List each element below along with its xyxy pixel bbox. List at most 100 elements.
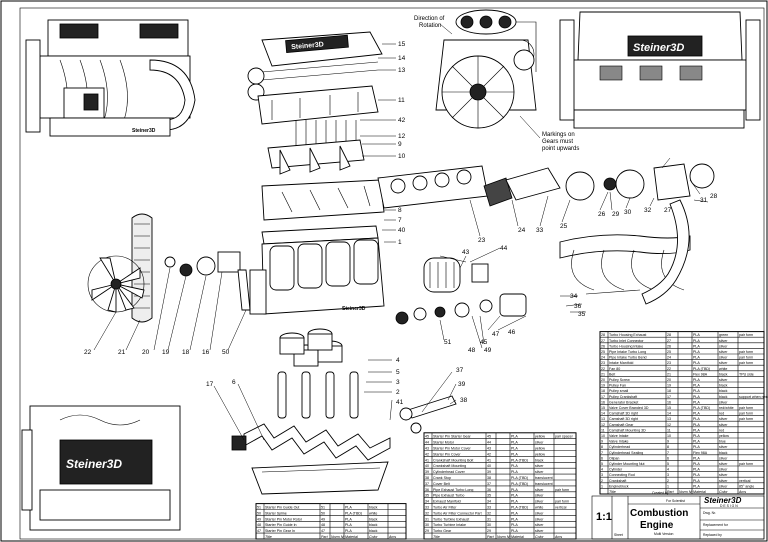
table-cell-material: PLA xyxy=(693,468,700,472)
callout-4: 4 xyxy=(396,357,400,364)
table-cell-title: Connecting Rod xyxy=(609,473,635,477)
valves-9-10 xyxy=(267,120,365,175)
table-cell-title: Starter Pin Motor Cover xyxy=(433,447,472,451)
callout-43: 43 xyxy=(462,249,470,256)
table-cell-pos: 32 xyxy=(425,511,429,515)
table-cell-part: 9 xyxy=(667,440,669,444)
table-cell-pos: 9 xyxy=(601,440,603,444)
brand-mark-small: Steiner3D xyxy=(132,128,156,134)
callout-40: 40 xyxy=(398,227,406,234)
table-cell-part: 23 xyxy=(667,361,671,365)
table-cell-pos: 50 xyxy=(257,511,261,515)
table-cell-title: Starter Pin Motor Rotor xyxy=(265,517,303,521)
table-cell-color: silver xyxy=(719,339,728,343)
table-cell-part: 40 xyxy=(487,464,491,468)
table-cell-title: Turbo Inlet Connector xyxy=(609,339,644,343)
table-header-cell: Norm Nr xyxy=(679,490,693,494)
table-cell-material: PLA xyxy=(511,500,518,504)
table-cell-pos: 7 xyxy=(601,451,603,455)
table-cell-color: silver xyxy=(719,344,728,348)
callout-38: 38 xyxy=(460,397,468,404)
table-cell-ams: vertical xyxy=(555,506,567,510)
table-cell-part: 34 xyxy=(487,500,491,504)
callout-12: 12 xyxy=(398,133,406,140)
table-header-cell: Material xyxy=(511,535,524,539)
table-cell-color: black xyxy=(719,451,728,455)
table-cell-ams: vertical xyxy=(739,479,751,483)
table-cell-material: PLA xyxy=(511,488,518,492)
table-cell-color: silver xyxy=(719,361,728,365)
table-cell-part: 3 xyxy=(667,473,669,477)
table-cell-part: 6 xyxy=(667,456,669,460)
table-cell-title: Starter Pin Starter Gear xyxy=(433,435,472,439)
table-cell-pos: 3 xyxy=(601,473,603,477)
table-cell-part: 5 xyxy=(667,462,669,466)
table-cell-material: PLA xyxy=(693,395,700,399)
table-cell-color: silver xyxy=(535,511,544,515)
table-cell-title: Fan 80 xyxy=(609,367,620,371)
table-cell-part: 31 xyxy=(487,517,491,521)
table-cell-material: PLA xyxy=(345,529,352,533)
callout-48: 48 xyxy=(468,347,476,354)
table-cell-color: silver xyxy=(719,400,728,404)
table-cell-title: Crankshaft Mounting xyxy=(433,464,466,468)
table-cell-color: silver xyxy=(719,417,728,421)
callout-21: 21 xyxy=(118,349,126,356)
table-cell-title: Oilpan xyxy=(609,456,619,460)
table-cell-material: PLA xyxy=(511,447,518,451)
callout-1: 1 xyxy=(398,239,402,246)
valve-cover-brand-bottom-left: Steiner3D xyxy=(66,457,122,471)
table-cell-part: 20 xyxy=(667,378,671,382)
table-cell-color: silver xyxy=(719,350,728,354)
table-header-cell: Part xyxy=(321,535,329,539)
table-cell-title: Valve Intake xyxy=(609,440,629,444)
table-cell-color: white xyxy=(369,511,377,515)
table-cell-title: Cylinderhead Cover xyxy=(433,470,466,474)
table-cell-color: yellow xyxy=(719,434,729,438)
table-cell-part: 1 xyxy=(667,484,669,488)
table-cell-title: Pulley Crankshaft xyxy=(609,395,637,399)
engine-view-iso-bottom-left: Steiner3D xyxy=(21,405,181,531)
table-header-cell: Material xyxy=(693,490,706,494)
callout-29: 29 xyxy=(612,211,620,218)
table-cell-pos: 10 xyxy=(601,434,605,438)
table-header-cell: Norm Nr xyxy=(331,535,345,539)
block-brand: Steiner3D xyxy=(342,306,366,312)
table-cell-title: Cylinderhead xyxy=(609,445,630,449)
rotation-note-line2: Rotation xyxy=(419,23,441,29)
table-cell-title: Cylinder xyxy=(609,468,623,472)
callout-18: 18 xyxy=(182,349,190,356)
table-cell-ams: pair form xyxy=(555,488,569,492)
table-cell-material: PLA (TBD) xyxy=(693,367,710,371)
table-cell-material: PLA xyxy=(693,350,700,354)
table-cell-material: PLA xyxy=(693,440,700,444)
title-block: Created by For Scientist 1:1 Combustion … xyxy=(591,491,765,540)
table-cell-pos: 20 xyxy=(601,378,605,382)
table-header-cell: Material xyxy=(345,535,358,539)
table-cell-color: silver xyxy=(719,378,728,382)
table-cell-pos: 12 xyxy=(601,423,605,427)
table-cell-pos: 41 xyxy=(425,458,429,462)
table-cell-title: Starter Motor xyxy=(433,441,455,445)
air-filter-33 xyxy=(483,167,561,207)
table-cell-color: silver xyxy=(535,464,544,468)
table-cell-material: PLA xyxy=(693,333,700,337)
table-header-cell: Ams xyxy=(738,490,746,494)
callout-26: 26 xyxy=(598,211,606,218)
table-cell-color: black xyxy=(719,395,728,399)
callout-7: 7 xyxy=(398,217,402,224)
crankshaft-2 xyxy=(231,423,391,461)
callout-49: 49 xyxy=(484,347,492,354)
table-cell-color: red xyxy=(719,412,724,416)
table-cell-title: Starter Pin Guide Out xyxy=(265,506,299,510)
crank-bolt-39-37 xyxy=(399,395,457,434)
table-header-cell: Title xyxy=(433,535,440,539)
table-cell-title: Camshaft 3D right xyxy=(609,412,638,416)
table-cell-color: white xyxy=(535,506,543,510)
table-cell-part: 12 xyxy=(667,423,671,427)
table-cell-material: PLA (TBD) xyxy=(511,506,528,510)
drawing-number-label: Dwg. Nr. xyxy=(703,511,716,515)
table-cell-material: PLA xyxy=(693,445,700,449)
